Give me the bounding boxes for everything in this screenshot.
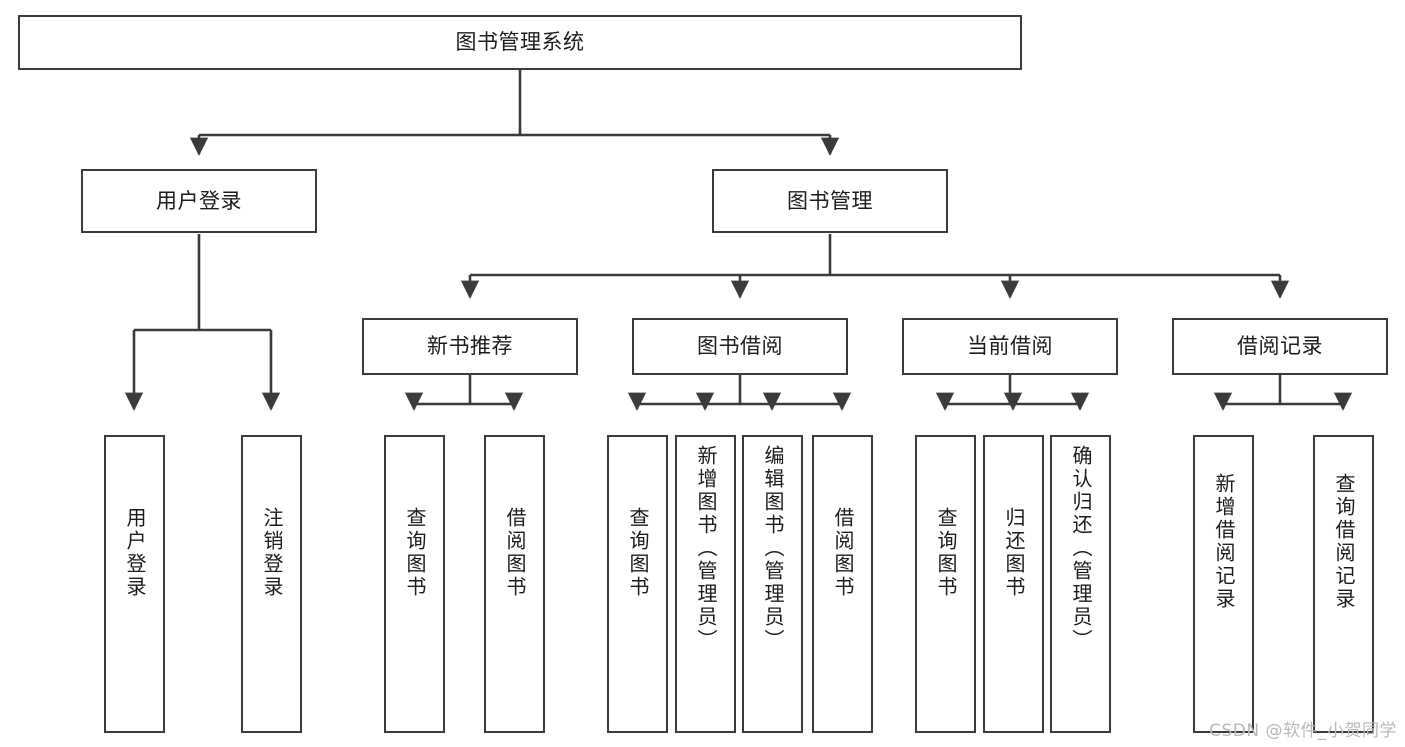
node-book-borrow[interactable]: 图书借阅 (632, 318, 848, 375)
node-leaf-query-book-3-label: 查询图书 (934, 507, 958, 599)
connectors-new-book-recommend-to-leaves (404, 375, 524, 411)
node-book-manage[interactable]: 图书管理 (712, 169, 948, 233)
node-leaf-add-book-label: 新增图书（管理员） (694, 445, 718, 652)
node-current-borrow-label: 当前借阅 (967, 334, 1053, 359)
node-leaf-borrow-book-1-label: 借阅图书 (503, 507, 527, 599)
node-leaf-query-book-1[interactable]: 查询图书 (384, 435, 445, 733)
node-leaf-confirm-return-label: 确认归还（管理员） (1069, 445, 1093, 652)
node-borrow-record-label: 借阅记录 (1237, 334, 1323, 359)
node-leaf-return-book-label: 归还图书 (1002, 507, 1026, 599)
connectors-book-borrow-to-leaves (627, 375, 852, 411)
node-user-login-label: 用户登录 (156, 188, 242, 213)
node-leaf-add-record[interactable]: 新增借阅记录 (1193, 435, 1254, 733)
node-leaf-return-book[interactable]: 归还图书 (983, 435, 1044, 733)
node-book-manage-label: 图书管理 (787, 188, 873, 213)
node-leaf-add-record-label: 新增借阅记录 (1212, 473, 1236, 611)
node-leaf-logout-login-label: 注销登录 (260, 507, 284, 599)
node-leaf-query-book-2[interactable]: 查询图书 (607, 435, 668, 733)
node-leaf-user-login[interactable]: 用户登录 (104, 435, 165, 733)
node-leaf-query-record[interactable]: 查询借阅记录 (1313, 435, 1374, 733)
node-new-book-recommend[interactable]: 新书推荐 (362, 318, 578, 375)
node-leaf-user-login-label: 用户登录 (123, 507, 147, 599)
connectors-borrow-record-to-leaves (1213, 375, 1353, 411)
connectors-current-borrow-to-leaves (935, 375, 1090, 411)
node-borrow-record[interactable]: 借阅记录 (1172, 318, 1388, 375)
node-leaf-query-record-label: 查询借阅记录 (1332, 473, 1356, 611)
connectors-book-manage-to-level2 (460, 234, 1290, 299)
node-root-label: 图书管理系统 (455, 30, 585, 55)
node-new-book-recommend-label: 新书推荐 (427, 334, 513, 359)
node-leaf-confirm-return[interactable]: 确认归还（管理员） (1050, 435, 1111, 733)
node-leaf-borrow-book-2[interactable]: 借阅图书 (812, 435, 873, 733)
node-leaf-borrow-book-1[interactable]: 借阅图书 (484, 435, 545, 733)
connectors-root-to-level1 (189, 70, 840, 156)
node-leaf-query-book-2-label: 查询图书 (626, 507, 650, 599)
node-book-borrow-label: 图书借阅 (697, 334, 783, 359)
node-leaf-query-book-3[interactable]: 查询图书 (915, 435, 976, 733)
node-current-borrow[interactable]: 当前借阅 (902, 318, 1118, 375)
node-leaf-borrow-book-2-label: 借阅图书 (831, 507, 855, 599)
node-leaf-edit-book[interactable]: 编辑图书（管理员） (742, 435, 803, 733)
node-root[interactable]: 图书管理系统 (18, 15, 1022, 70)
node-leaf-add-book[interactable]: 新增图书（管理员） (675, 435, 736, 733)
node-leaf-query-book-1-label: 查询图书 (403, 507, 427, 599)
node-leaf-edit-book-label: 编辑图书（管理员） (761, 445, 785, 652)
node-leaf-logout-login[interactable]: 注销登录 (241, 435, 302, 733)
connectors-user-login-to-leaves (124, 234, 281, 411)
csdn-watermark: CSDN @软件_小贺同学 (1209, 721, 1397, 741)
node-user-login[interactable]: 用户登录 (81, 169, 317, 233)
